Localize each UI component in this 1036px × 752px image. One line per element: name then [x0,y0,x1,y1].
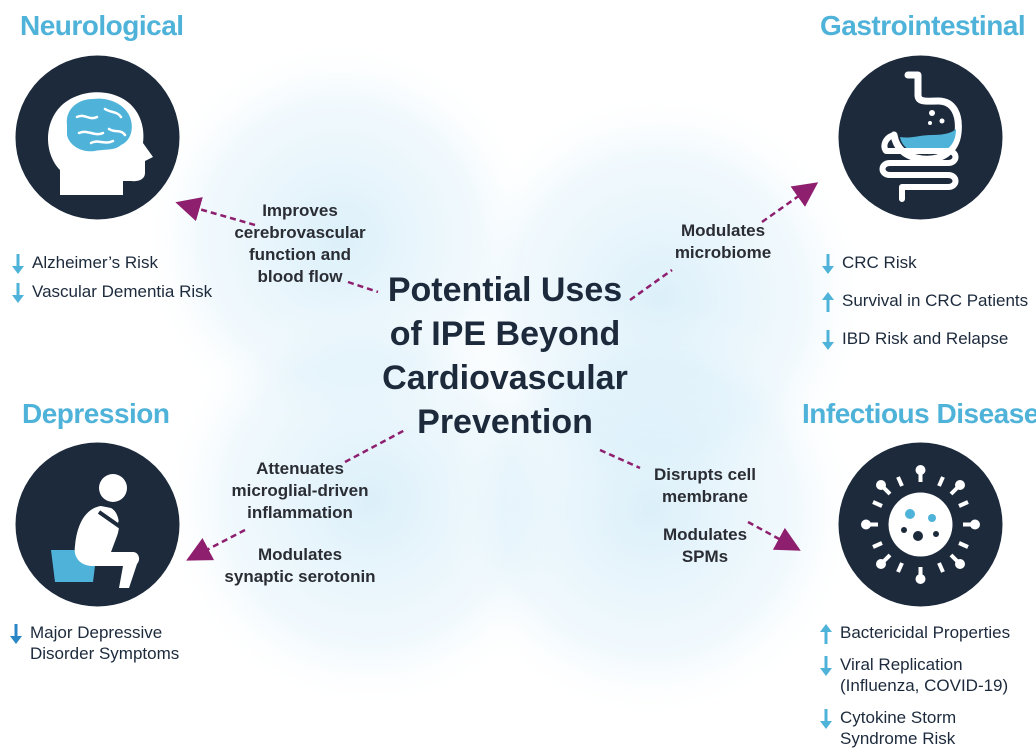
depression-heading: Depression [22,398,170,429]
outcome-item: Bactericidal Properties [820,622,1011,644]
outcome-text: CRC Risk [842,253,917,272]
outcome-text: Bactericidal Properties [840,623,1011,642]
gastrointestinal-mechanism: Modulates microbiome [658,220,788,264]
mechanism-line: Attenuates [256,459,344,478]
infectious-heading: Infectious Disease [802,398,1036,429]
outcome-item: Cytokine Storm Syndrome Risk [820,707,1010,749]
up-arrow-icon [820,624,832,644]
stomach-icon [838,55,1003,225]
center-title: Potential Uses of IPE Beyond Cardiovascu… [340,268,670,444]
center-title-line: Potential Uses [387,271,623,309]
outcome-text: (Influenza, COVID-19) [840,676,1009,695]
outcome-text: Alzheimer’s Risk [32,253,158,272]
outcome-text: IBD Risk and Relapse [842,329,1009,348]
depression-mechanism-2: Modulates synaptic serotonin [215,544,385,588]
brain-head-icon [15,55,180,225]
infectious-outcomes: Bactericidal Properties Viral Replicatio… [820,622,1010,749]
outcome-text: Major Depressive [30,623,163,642]
outcome-item: IBD Risk and Relapse [822,328,1028,350]
outcome-text: Vascular Dementia Risk [32,282,213,301]
outcome-item: CRC Risk [822,252,1028,274]
outcome-text: Cytokine Storm [840,708,957,727]
down-arrow-icon [822,330,834,350]
mechanism-line: membrane [662,487,748,506]
down-arrow-icon [12,254,24,274]
depression-outcomes: Major Depressive Disorder Symptoms [10,622,179,664]
depression-mechanism-1: Attenuates microglial-driven inflammatio… [215,458,385,524]
mechanism-line: Modulates [257,545,343,564]
mechanism-line: inflammation [247,503,353,522]
depressed-person-icon [15,442,180,612]
center-title-line: Prevention [417,403,593,441]
gastrointestinal-outcomes: CRC Risk Survival in CRC Patients IBD Ri… [822,252,1029,350]
outcome-item: Survival in CRC Patients [822,290,1029,312]
outcome-item: Major Depressive Disorder Symptoms [10,622,179,664]
infectious-mechanism-2: Modulates SPMs [640,524,770,568]
down-arrow-icon [10,624,22,644]
mechanism-line: function and [249,245,351,264]
glow-circle-bottom-right [440,300,860,720]
outcome-item: Viral Replication (Influenza, COVID-19) [820,654,1010,696]
up-arrow-icon [822,292,834,312]
outcome-text: Viral Replication [840,655,963,674]
mechanism-line: cerebrovascular [234,223,366,242]
mechanism-line: Improves [262,201,338,220]
neurological-outcomes: Alzheimer’s Risk Vascular Dementia Risk [12,252,213,303]
virus-icon [838,442,1003,612]
outcome-item: Alzheimer’s Risk [12,252,212,274]
mechanism-line: microbiome [674,243,772,262]
down-arrow-icon [820,656,832,676]
neurological-mechanism: Improves cerebrovascular function and bl… [222,200,378,288]
mechanism-line: Disrupts cell [653,465,757,484]
outcome-text: Syndrome Risk [840,729,956,748]
mechanism-line: Modulates [680,221,766,240]
mechanism-line: SPMs [681,547,729,566]
down-arrow-icon [822,254,834,274]
infectious-mechanism-1: Disrupts cell membrane [640,464,770,508]
outcome-text: Survival in CRC Patients [842,291,1029,310]
mechanism-line: synaptic serotonin [224,567,376,586]
center-title-line: Cardiovascular [382,359,628,397]
mechanism-line: microglial-driven [231,481,369,500]
neurological-heading: Neurological [20,10,184,41]
down-arrow-icon [12,283,24,303]
gastrointestinal-heading: Gastrointestinal [820,10,1026,41]
down-arrow-icon [820,709,832,729]
center-title-line: of IPE Beyond [389,315,621,353]
outcome-item: Vascular Dementia Risk [12,281,213,303]
mechanism-line: Modulates [662,525,748,544]
outcome-text: Disorder Symptoms [30,644,180,663]
mechanism-line: blood flow [257,267,343,286]
